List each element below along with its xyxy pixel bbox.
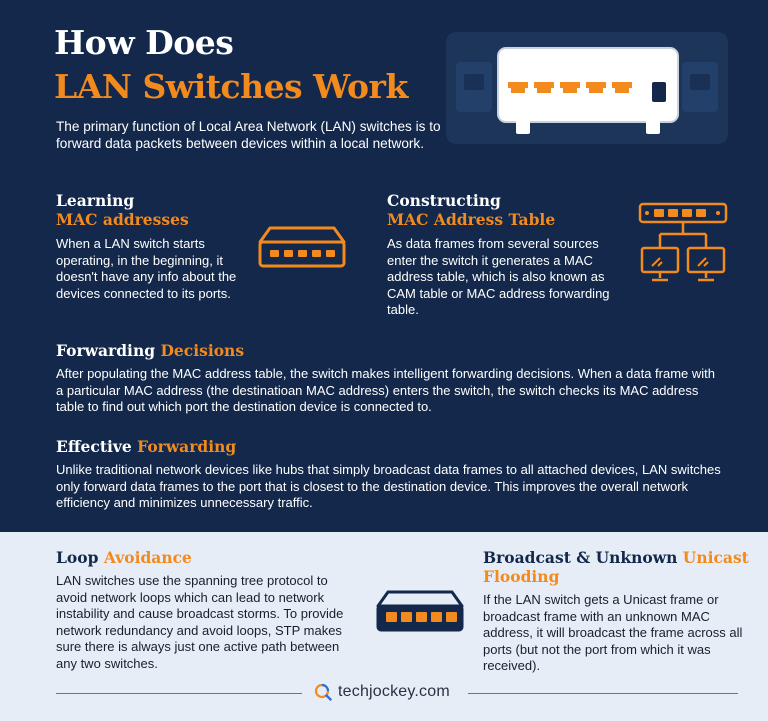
intro-text: The primary function of Local Area Netwo… [56,119,441,151]
footer-divider-left [56,693,302,694]
constructing-title-2: MAC Address Table [387,210,556,229]
learning-section: Learning MAC addresses [56,191,189,229]
loop-title: Loop Avoidance [56,548,192,567]
techjockey-logo-icon [314,683,332,701]
effective-title: Effective Forwarding [56,437,236,456]
forwarding-title-a: Forwarding [56,341,156,360]
brand-text: techjockey.com [338,683,450,700]
loop-title-b: Avoidance [103,548,192,567]
constructing-body: As data frames from several sources ente… [387,236,610,317]
footer-brand[interactable]: techjockey.com [314,683,450,701]
broadcast-title-a: Broadcast & Unknown [483,548,678,567]
title-line-1: How Does [54,23,234,62]
broadcast-body: If the LAN switch gets a Unicast frame o… [483,592,743,673]
learning-title-2: MAC addresses [56,210,189,229]
network-switch-icon [258,226,346,268]
title-line-2: LAN Switches Work [54,67,408,106]
learning-title-1: Learning [56,191,135,210]
forwarding-title: Forwarding Decisions [56,341,244,360]
loop-title-a: Loop [56,548,99,567]
constructing-title-1: Constructing [387,191,501,210]
effective-title-a: Effective [56,437,132,456]
network-switch-icon [376,590,464,632]
forwarding-title-b: Decisions [160,341,245,360]
broadcast-title-c: Flooding [483,567,560,586]
learning-body: When a LAN switch starts operating, in t… [56,236,237,301]
footer-divider-right [468,693,738,694]
forwarding-body: After populating the MAC address table, … [56,366,716,414]
broadcast-title: Broadcast & Unknown Unicast Flooding [483,548,753,586]
switch-with-computers-icon [638,202,728,282]
constructing-section: Constructing MAC Address Table [387,191,555,229]
loop-body: LAN switches use the spanning tree proto… [56,573,344,671]
effective-body: Unlike traditional network devices like … [56,462,721,510]
effective-title-b: Forwarding [137,437,237,456]
hero-switch-icon [446,32,728,144]
broadcast-title-b: Unicast [682,548,749,567]
